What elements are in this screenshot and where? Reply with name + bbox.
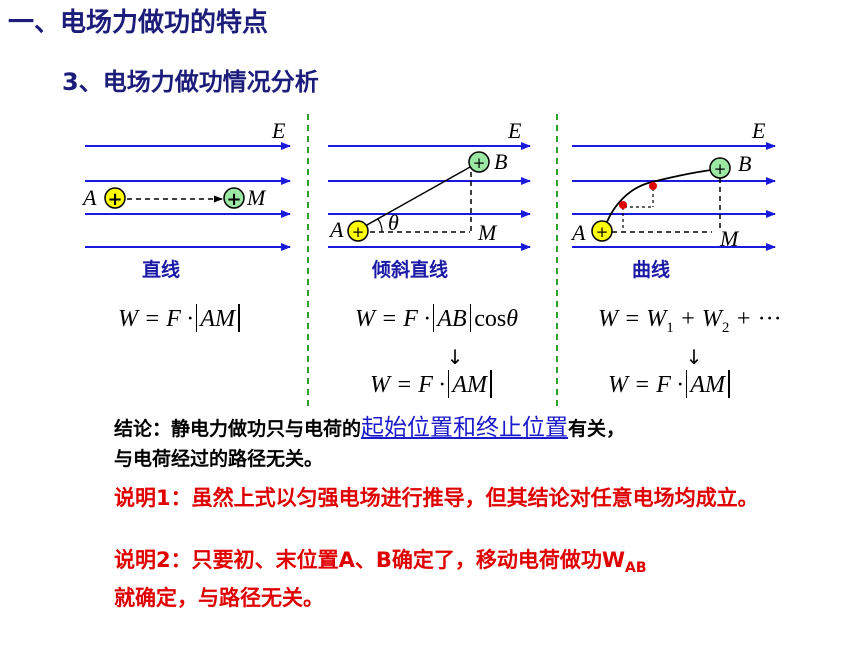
formula-curve-result: W = F ·AM [608,370,733,399]
arrow-down-icon: ↓ [686,345,703,369]
positive-charge-icon [223,187,245,209]
intermediate-point [619,201,627,209]
field-label: E [507,118,522,143]
positive-charge-icon [468,151,490,173]
panel-curve: E A + + B M 曲线 [570,118,776,281]
svg-text:+: + [226,189,241,210]
formula-oblique-result: W = F ·AM [370,370,495,399]
note-1: 说明1：虽然上式以匀强电场进行推导，但其结论对任意电场均成立。 [114,486,759,510]
point-m: M [719,226,740,251]
svg-text:+: + [714,160,727,178]
positive-charge-icon [591,220,613,242]
svg-text:+: + [352,223,365,241]
svg-text:+: + [107,189,122,210]
conclusion-highlight: 起始位置和终止位置 [361,415,569,441]
caption-straight: 直线 [142,258,180,281]
point-b: B [738,151,751,176]
point-m: M [246,185,267,210]
positive-charge-icon [104,187,126,209]
svg-text:+: + [473,154,486,172]
point-a: A [81,185,97,210]
heading: 一、电场力做功的特点 [8,8,269,38]
angle-theta: θ [388,210,399,235]
point-m: M [477,220,498,245]
formula-straight: W = F ·AM [118,304,243,333]
conclusion: 结论：静电力做功只与电荷的起始位置和终止位置有关， 与电荷经过的路径无关。 [114,415,626,470]
svg-text:+: + [596,223,609,241]
field-label: E [751,118,766,143]
formula-curve: W = W1 + W2 + ··· [598,306,782,336]
point-a: A [328,217,344,242]
point-a: A [570,220,586,245]
positive-charge-icon [709,157,731,179]
diagrams: E A + + M 直线 E θ A + + B M 倾斜直线 E [81,114,776,410]
point-b: B [494,149,507,174]
note-2: 说明2：只要初、末位置A、B确定了，移动电荷做功WAB 就确定，与路径无关。 [114,548,647,611]
panel-oblique: E θ A + + B M 倾斜直线 [328,118,531,281]
field-label: E [271,118,286,143]
positive-charge-icon [347,220,369,242]
caption-oblique: 倾斜直线 [371,258,448,281]
panel-straight: E A + + M 直线 [81,118,291,281]
arrow-down-icon: ↓ [447,345,464,369]
caption-curve: 曲线 [632,258,670,281]
intermediate-point [649,182,657,190]
subheading: 3、电场力做功情况分析 [62,68,319,96]
